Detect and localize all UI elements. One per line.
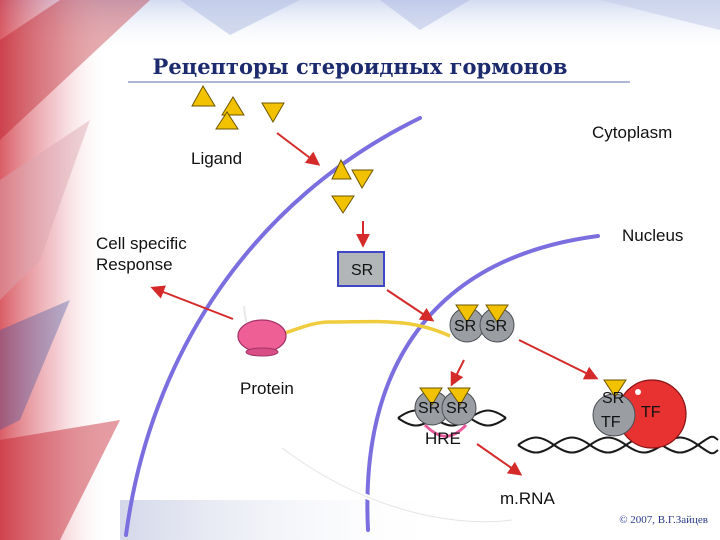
sr-single-label: SR [351,262,374,279]
sr-box [337,251,385,287]
ligand-triangle-icon [331,158,352,180]
ligand-triangle-icon [215,111,239,130]
response-label: Response [96,255,173,274]
sr-dimer-nucleus [449,304,515,343]
arrow-to-dna [450,359,465,387]
arrow-to-nucleus [386,289,435,322]
arrow-ligand-entry [276,132,321,166]
ribosome-icon [237,319,287,353]
cell-membrane [124,116,422,537]
ligand-triangle-icon [331,195,355,214]
nuclear-membrane [365,234,600,532]
cell-specific-label: Cell specific [96,234,187,253]
arrow-to-tf [518,339,599,380]
mrna-label: m.RNA [500,489,555,508]
ligand-triangle-icon [191,84,216,107]
arrow-response [150,285,234,320]
ligand-triangle-icon [221,96,245,116]
tf-small-label: TF [601,414,621,431]
hre-label: HRE [425,429,461,448]
sr-dimer-a-label: SR [454,318,477,335]
arrows [150,132,599,476]
sr-dna-b-label: SR [446,400,469,417]
page-title: Рецепторы стероидных гормонов [152,54,568,79]
sr-dimer-dna [414,387,477,426]
ligand-label: Ligand [191,149,243,168]
ligand-triangle-icon [351,169,374,189]
arrow-to-mrna [476,443,523,476]
sr-tf-complex [592,379,687,449]
hre-marker [423,423,468,438]
protein-label: Protein [240,379,294,398]
cytoplasm-label: Cytoplasm [592,123,673,142]
ligand-triangle-icon [261,102,285,123]
sr-dimer-b-label: SR [485,318,508,335]
sr-dna-a-label: SR [418,400,441,417]
copyright: © 2007, В.Г.Зайцев [619,514,708,526]
nucleus-label: Nucleus [622,226,684,245]
tf-large-label: TF [641,404,661,421]
ligand-group [191,84,374,214]
sr-complex-label: SR [602,390,625,407]
